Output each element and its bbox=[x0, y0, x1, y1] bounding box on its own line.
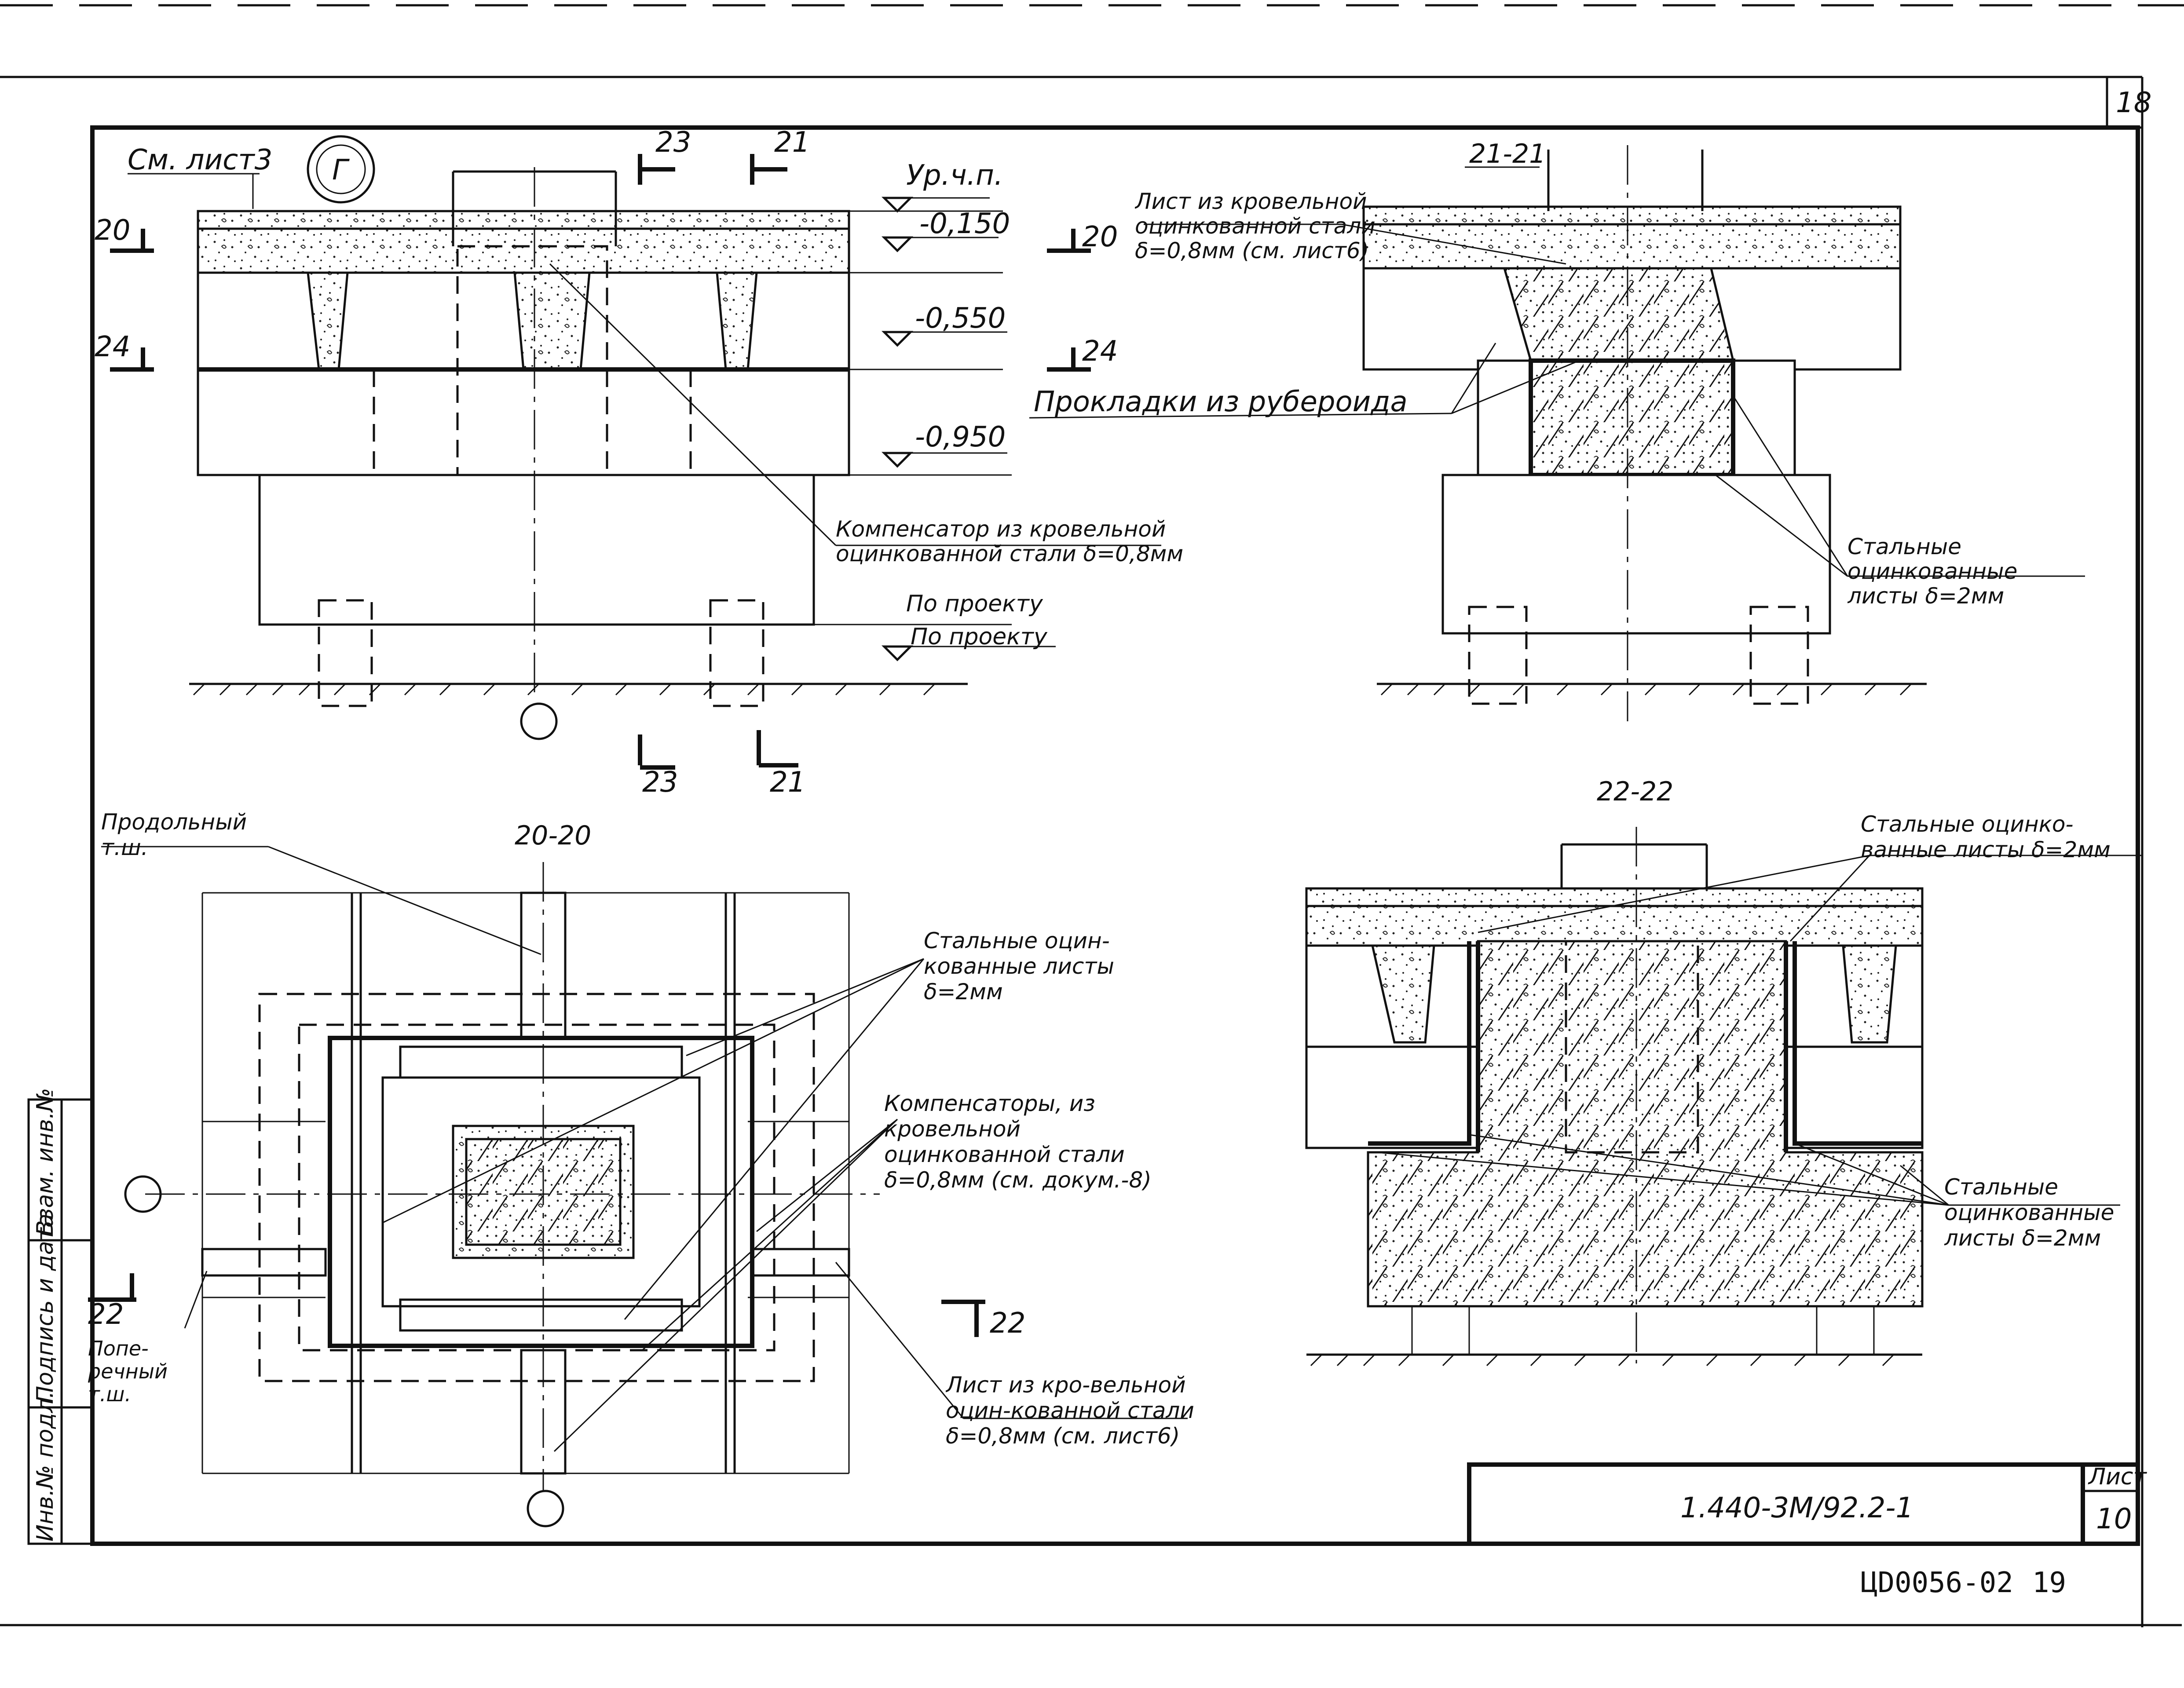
ref-sheet-label: См. лист3 bbox=[128, 144, 272, 176]
section-21-mark-24: 24 bbox=[1082, 335, 1118, 368]
section-21-steel-sheets: Стальные оцинкованные листы δ=2мм bbox=[1847, 534, 2018, 609]
section-22-title: 22-22 bbox=[1597, 776, 1673, 807]
plan-mark-22-right: 22 bbox=[990, 1307, 1025, 1340]
by-project-2: По проекту bbox=[911, 624, 1048, 650]
stamp-replacement-inv: Взам. инв.№ bbox=[32, 1088, 59, 1236]
plan-20-title: 20-20 bbox=[515, 820, 591, 851]
sheet-frame bbox=[0, 4, 2184, 1627]
level-0950: -0,950 bbox=[915, 421, 1006, 453]
level-floor-label: Ур.ч.п. bbox=[906, 159, 1003, 192]
plan-steel-sheets-label: Стальные оцин-кованные листы δ=2мм bbox=[924, 928, 1114, 1005]
compensator-label: Компенсатор из кровельной оцинкованной с… bbox=[836, 517, 1184, 566]
compensators-label: Компенсаторы, из кровельной оцинкованной… bbox=[884, 1091, 1152, 1193]
section-21-mark-20: 20 bbox=[1082, 221, 1118, 253]
node-marker: Г bbox=[332, 154, 350, 186]
sheet-corner-number: 18 bbox=[2116, 87, 2151, 119]
by-project-1: По проекту bbox=[906, 591, 1043, 617]
pads-label: Прокладки из рубероида bbox=[1034, 386, 1408, 418]
elevation-view bbox=[110, 135, 1161, 770]
section-mark-21-top: 21 bbox=[774, 126, 810, 159]
stamp-strip bbox=[27, 1098, 94, 1545]
section-mark-20: 20 bbox=[95, 214, 130, 247]
list-number: 10 bbox=[2096, 1503, 2132, 1535]
stamp-inv-no: Инв.№ подл. bbox=[32, 1391, 59, 1542]
section-mark-21-bottom: 21 bbox=[770, 766, 805, 799]
title-block bbox=[1467, 1462, 2140, 1546]
list-header: Лист bbox=[2088, 1464, 2147, 1490]
archive-page: 19 bbox=[2032, 1567, 2066, 1599]
section-22-steel-bottom: Стальные оцинкованные листы δ=2мм bbox=[1944, 1174, 2114, 1251]
section-21-title: 21-21 bbox=[1469, 139, 1546, 169]
stamp-signature-date: Подпись и дата bbox=[32, 1213, 59, 1403]
level-0550: -0,550 bbox=[915, 302, 1006, 335]
section-22-steel-top: Стальные оцинко-ванные листы δ=2мм bbox=[1861, 811, 2111, 862]
plan-mark-22-left: 22 bbox=[88, 1298, 124, 1331]
section-mark-24: 24 bbox=[95, 331, 130, 363]
section-mark-23-top: 23 bbox=[655, 126, 691, 159]
section-22-view bbox=[1305, 827, 2142, 1366]
transverse-joint-label: Попе-речный т.ш. bbox=[88, 1337, 168, 1406]
section-21-view bbox=[1029, 145, 2085, 721]
document-code: 1.440-3М/92.2-1 bbox=[1680, 1492, 1913, 1524]
archive-code: ЦD0056-02 bbox=[1861, 1567, 2013, 1599]
plan-20-view bbox=[88, 846, 1188, 1527]
section-21-sheet-note: Лист из кровельной оцинкованной стали δ=… bbox=[1135, 189, 1376, 263]
plan-sheet-note: Лист из кро-вельной оцин-кованной стали … bbox=[946, 1372, 1194, 1449]
level-0150: -0,150 bbox=[919, 208, 1010, 240]
longitudinal-joint-label: Продольный т.ш. bbox=[101, 809, 247, 860]
section-mark-23-bottom: 23 bbox=[642, 766, 678, 799]
